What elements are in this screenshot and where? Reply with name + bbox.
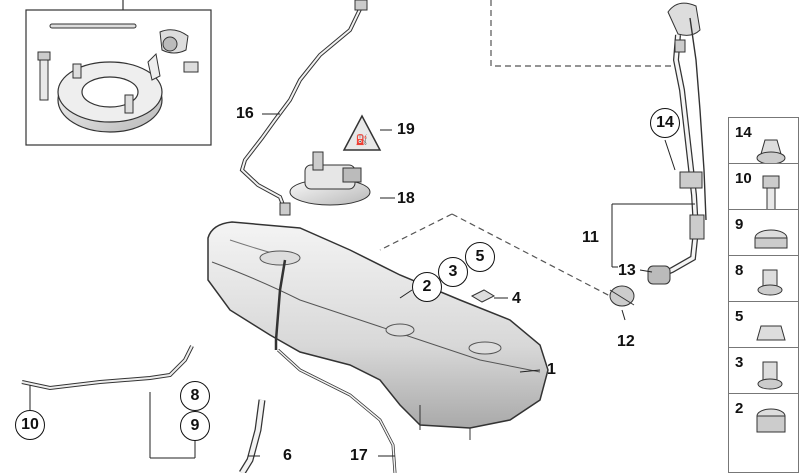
- inset-box: [25, 0, 212, 146]
- callout-circle-9: 9: [180, 411, 210, 441]
- grommet-icon: [754, 229, 788, 249]
- callout-1: 1: [547, 361, 556, 378]
- grommet-icon: [756, 408, 786, 433]
- fuel-tank-drawing: [207, 221, 549, 440]
- callout-6: 6: [283, 447, 292, 464]
- nut-icon: [756, 139, 786, 165]
- warning-triangle-19: ⛽: [342, 114, 382, 151]
- side-num: 8: [735, 262, 744, 279]
- callout-circle-5: 5: [465, 242, 495, 272]
- clip-icon: [757, 269, 783, 296]
- side-num: 3: [735, 354, 744, 371]
- side-num: 10: [735, 170, 752, 187]
- pump-18-drawing: [289, 151, 371, 206]
- filler-neck-drawing: [609, 2, 707, 307]
- side-num: 14: [735, 124, 752, 141]
- nut-icon: [756, 325, 786, 341]
- callout-13: 13: [618, 262, 636, 279]
- side-num: 2: [735, 400, 744, 417]
- bolt-icon: [762, 175, 780, 211]
- callout-circle-3: 3: [438, 257, 468, 287]
- callout-4: 4: [512, 290, 521, 307]
- side-num: 5: [735, 308, 744, 325]
- line-16-drawing: [239, 0, 368, 216]
- callout-11: 11: [582, 229, 599, 246]
- side-cell-2: 2: [728, 393, 799, 473]
- svg-text:⛽: ⛽: [356, 133, 368, 146]
- side-num: 9: [735, 216, 744, 233]
- callout-circle-8: 8: [180, 381, 210, 411]
- callout-18: 18: [397, 190, 415, 207]
- spacer-icon: [757, 361, 783, 390]
- callout-19: 19: [397, 121, 415, 138]
- callout-17: 17: [350, 447, 368, 464]
- callout-circle-10: 10: [15, 410, 45, 440]
- callout-circle-2: 2: [412, 272, 442, 302]
- callout-16: 16: [236, 105, 254, 122]
- callout-circle-14: 14: [650, 108, 680, 138]
- callout-12: 12: [617, 333, 635, 350]
